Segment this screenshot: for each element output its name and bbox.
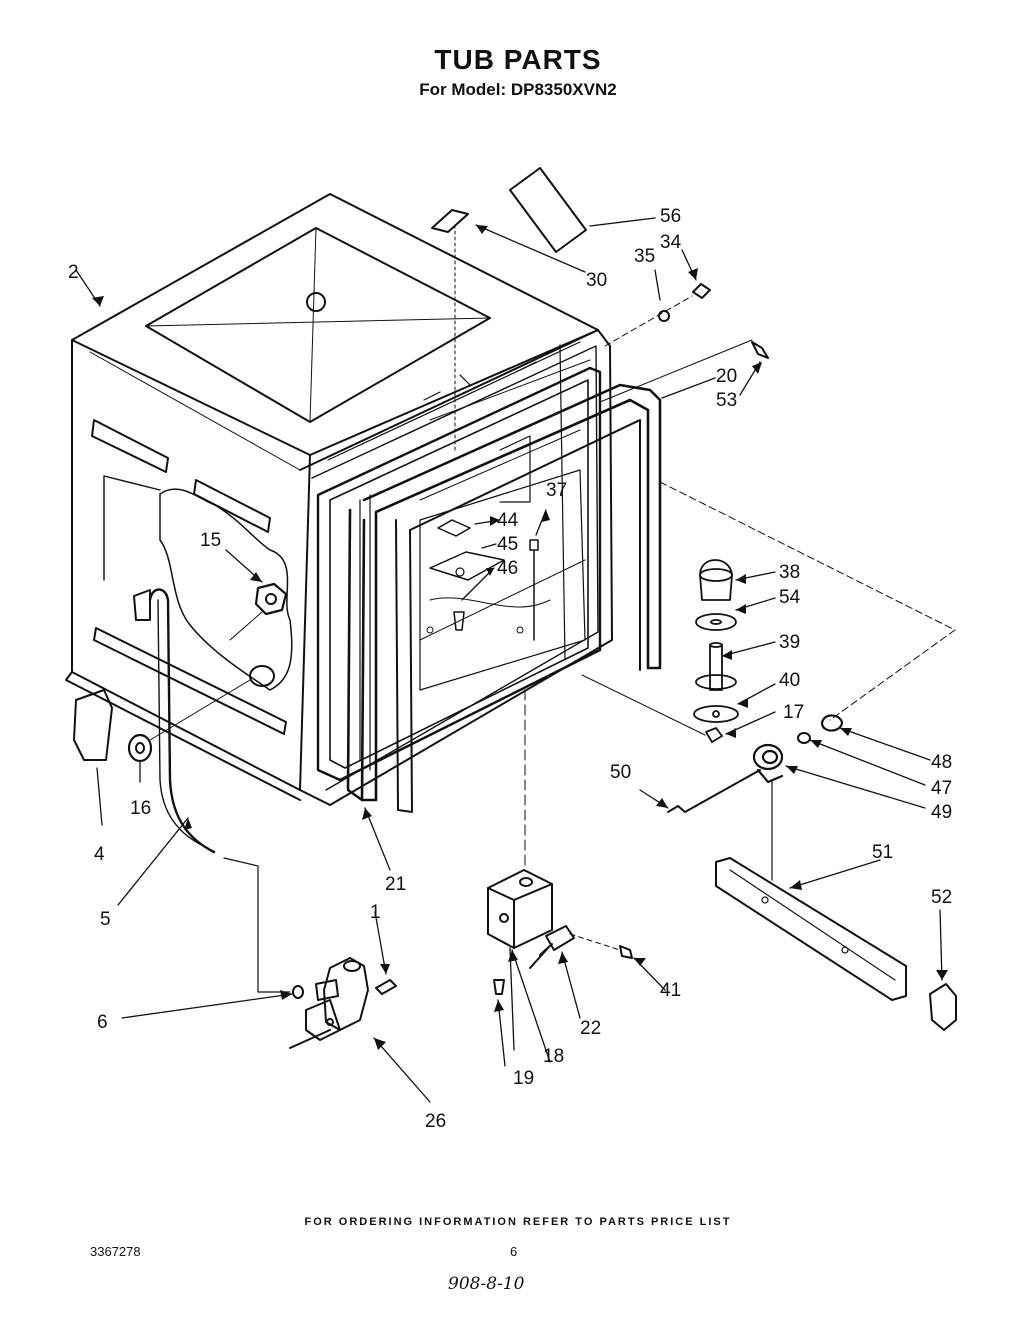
callout-40: 40 — [779, 670, 800, 691]
callout-41: 41 — [660, 980, 681, 1001]
washer-part-35 — [658, 310, 670, 322]
callout-34: 34 — [660, 232, 682, 253]
screw-part-53 — [751, 341, 769, 359]
callout-39: 39 — [779, 632, 800, 653]
callout-46: 46 — [497, 558, 518, 579]
callout-19: 19 — [513, 1068, 534, 1089]
washer-part-6 — [292, 985, 304, 999]
callout-35: 35 — [634, 246, 655, 267]
leader-lines — [75, 217, 943, 1103]
callout-38: 38 — [779, 562, 800, 583]
model-subtitle: For Model: DP8350XVN2 — [419, 80, 617, 99]
screw-part-37 — [529, 539, 539, 641]
nut-part-34 — [692, 283, 711, 299]
callout-6: 6 — [97, 1012, 108, 1033]
callout-49: 49 — [931, 802, 952, 823]
bracket-part-4 — [73, 689, 113, 761]
plate-part-45 — [429, 551, 505, 581]
callout-22: 22 — [580, 1018, 601, 1039]
screw-part-46 — [453, 611, 465, 631]
float-assembly — [693, 559, 739, 743]
callout-21: 21 — [385, 874, 406, 895]
leader-arrowheads — [92, 225, 948, 1050]
callout-54: 54 — [779, 587, 801, 608]
callout-45: 45 — [497, 534, 518, 555]
ordering-info-note: FOR ORDERING INFORMATION REFER TO PARTS … — [304, 1216, 732, 1228]
bolt-part-50 — [667, 769, 761, 813]
screw-part-1 — [375, 979, 397, 995]
callout-18: 18 — [543, 1046, 564, 1067]
door-frame-strip — [346, 383, 662, 813]
page-title: TUB PARTS — [434, 44, 602, 75]
tub-body — [65, 193, 613, 806]
label-part-56 — [509, 167, 587, 253]
callout-labels: 1 2 4 5 6 15 16 17 18 19 20 21 22 26 30 … — [68, 206, 952, 1132]
callout-17: 17 — [783, 702, 804, 723]
housing-part-18 — [487, 869, 553, 949]
callout-16: 16 — [130, 798, 151, 819]
hose-part-5 — [148, 588, 216, 854]
callout-26: 26 — [425, 1111, 446, 1132]
bracket-part-52 — [929, 983, 957, 1031]
screw-part-41 — [619, 945, 633, 959]
page-number: 6 — [510, 1244, 518, 1259]
callout-44: 44 — [497, 510, 519, 531]
grommet-part-16 — [127, 733, 153, 763]
switch-part-22 — [529, 925, 575, 969]
callout-30: 30 — [586, 270, 607, 291]
hinge-part-49 — [752, 743, 784, 784]
callout-50: 50 — [610, 762, 631, 783]
callout-56: 56 — [660, 206, 681, 227]
callout-48: 48 — [931, 752, 952, 773]
inlet-valve-part-26 — [289, 957, 369, 1049]
callout-52: 52 — [931, 887, 952, 908]
rail-part-51 — [715, 857, 907, 1001]
callout-15: 15 — [200, 530, 221, 551]
callout-4: 4 — [94, 844, 105, 865]
callout-37: 37 — [546, 480, 567, 501]
callout-47: 47 — [931, 778, 952, 799]
document-number: 3367278 — [90, 1244, 141, 1259]
clip-part-30 — [431, 209, 469, 233]
callout-2: 2 — [68, 262, 79, 283]
callout-53: 53 — [716, 390, 737, 411]
bracket-part-44 — [437, 519, 471, 537]
callout-20: 20 — [716, 366, 737, 387]
nut-part-15 — [254, 582, 288, 616]
callout-1: 1 — [370, 902, 381, 923]
nut-part-48 — [820, 714, 844, 732]
callout-5: 5 — [100, 909, 111, 930]
door-gasket — [316, 366, 602, 782]
washer-part-47 — [797, 732, 811, 744]
callout-51: 51 — [872, 842, 893, 863]
handwritten-note: 908-8-10 — [448, 1274, 525, 1294]
screw-part-19 — [493, 979, 505, 995]
